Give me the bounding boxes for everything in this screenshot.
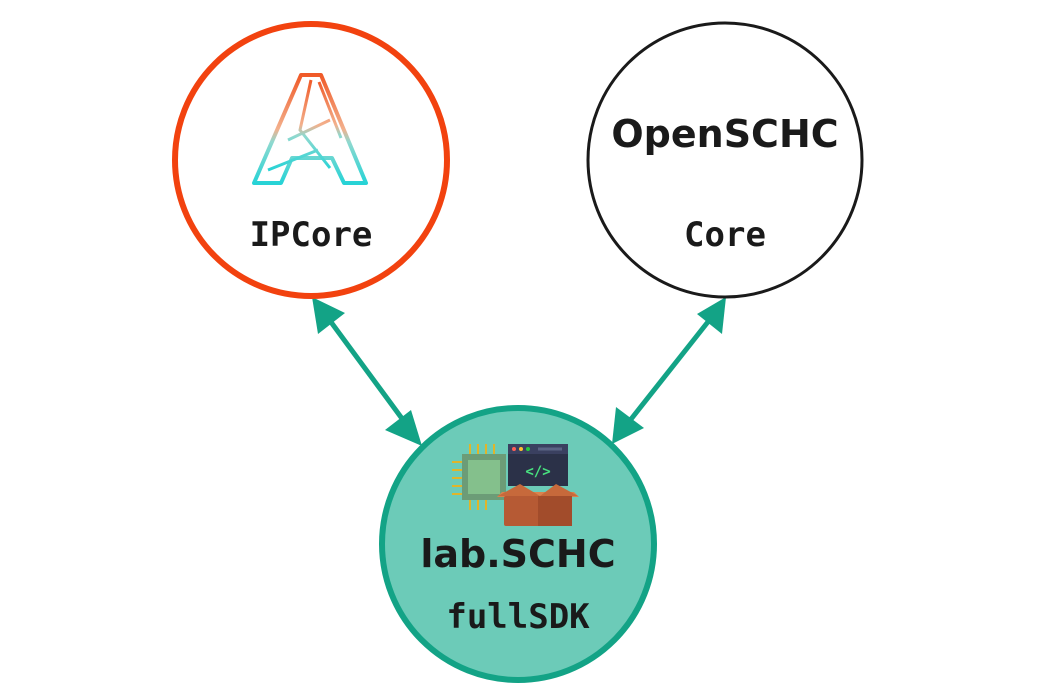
node-openschc: OpenSCHC Core — [586, 21, 864, 299]
edge-openschc-labschc — [612, 297, 726, 444]
node-labschc: </> lab.SCHC fullSDK — [379, 405, 657, 683]
ipcore-logo-icon — [252, 73, 368, 185]
code-glyph: </> — [525, 464, 550, 480]
arrowhead-icon — [697, 297, 726, 334]
chip-icon — [452, 444, 506, 510]
code-window-icon: </> — [508, 444, 568, 486]
edge-line — [325, 316, 409, 426]
arrowhead-icon — [612, 407, 644, 444]
arrowhead-icon — [385, 410, 422, 446]
sdk-package-icon: </> — [452, 444, 579, 526]
node-title: lab.SCHC — [420, 532, 615, 576]
node-label: IPCore — [250, 215, 373, 255]
edge-line — [626, 316, 713, 425]
node-label: fullSDK — [446, 597, 590, 637]
node-ipcore: IPCore — [172, 21, 450, 299]
node-title: OpenSCHC — [611, 112, 838, 156]
node-circle — [379, 405, 657, 683]
arrowhead-icon — [312, 297, 345, 334]
edge-ipcore-labschc — [312, 297, 422, 446]
node-label: Core — [684, 215, 766, 255]
node-circle — [586, 21, 864, 299]
package-box-icon — [497, 484, 579, 526]
